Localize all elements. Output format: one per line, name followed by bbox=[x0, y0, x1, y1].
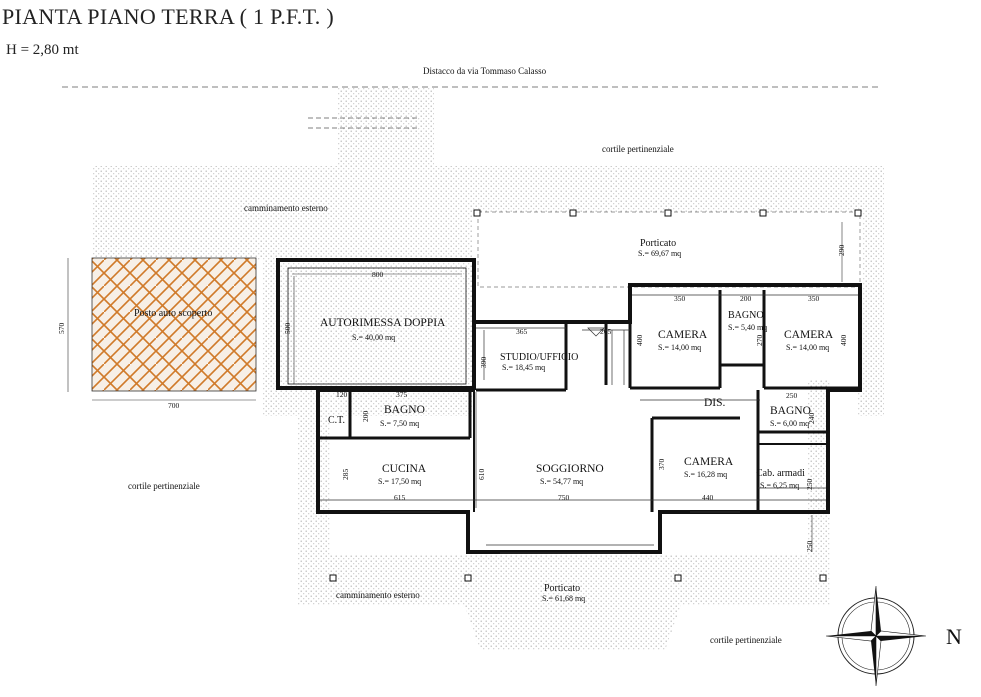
room-cabina-area: S.= 6,25 mq bbox=[760, 481, 799, 490]
dim-200a: 200 bbox=[740, 294, 752, 303]
label-camminamento-top: camminamento esterno bbox=[244, 203, 328, 213]
parking-area bbox=[91, 257, 257, 392]
dim-240: 240 bbox=[807, 413, 816, 425]
dim-285: 285 bbox=[341, 469, 350, 481]
room-camera2-area: S.= 14,00 mq bbox=[786, 343, 829, 352]
dim-350a: 350 bbox=[674, 294, 686, 303]
room-autorimessa-name: AUTORIMESSA DOPPIA bbox=[320, 317, 446, 329]
room-bagno2-name: BAGNO bbox=[384, 404, 425, 416]
dim-400a: 400 bbox=[635, 335, 644, 347]
room-camera3-area: S.= 16,28 mq bbox=[684, 470, 727, 479]
room-studio-area: S.= 18,45 mq bbox=[502, 363, 545, 372]
dim-250b: 250 bbox=[805, 479, 814, 491]
dim-440: 440 bbox=[702, 493, 714, 502]
dim-800: 800 bbox=[372, 270, 384, 279]
room-porticato-top-name: Porticato bbox=[640, 238, 676, 249]
dim-570: 570 bbox=[57, 323, 66, 335]
room-bagno1-name: BAGNO bbox=[728, 310, 764, 321]
boundary-lines bbox=[62, 86, 880, 129]
compass-icon bbox=[825, 585, 927, 687]
page-title: PIANTA PIANO TERRA ( 1 P.F.T. ) bbox=[2, 4, 334, 29]
label-cortile-top: cortile pertinenziale bbox=[602, 144, 674, 154]
room-porticato-bottom-name: Porticato bbox=[544, 583, 580, 594]
room-bagno3-name: BAGNO bbox=[770, 405, 811, 417]
porticato-top-area bbox=[472, 212, 862, 287]
label-distacco: Distacco da via Tommaso Calasso bbox=[423, 66, 547, 76]
dim-610: 610 bbox=[477, 469, 486, 481]
room-porticato-top-area: S.= 69,67 mq bbox=[638, 249, 681, 258]
dim-250a: 250 bbox=[786, 391, 798, 400]
dim-700: 700 bbox=[168, 401, 180, 410]
plan-details bbox=[320, 294, 858, 554]
room-cucina-name: CUCINA bbox=[382, 463, 427, 475]
dim-290: 290 bbox=[837, 245, 846, 257]
dim-200b: 200 bbox=[361, 411, 370, 423]
room-cucina-area: S.= 17,50 mq bbox=[378, 477, 421, 486]
room-cabina-name: Cab. armadi bbox=[756, 468, 805, 479]
dim-350b: 350 bbox=[808, 294, 820, 303]
room-bagno3-area: S.= 6,00 mq bbox=[770, 419, 809, 428]
room-bagno2-area: S.= 7,50 mq bbox=[380, 419, 419, 428]
label-posto-auto: Posto auto scoperto bbox=[134, 308, 212, 319]
room-soggiorno-name: SOGGIORNO bbox=[536, 463, 604, 475]
dim-400b: 400 bbox=[839, 335, 848, 347]
room-studio-name: STUDIO/UFFICIO bbox=[500, 352, 578, 363]
dim-750: 750 bbox=[558, 493, 570, 502]
room-ct-name: C.T. bbox=[328, 415, 345, 426]
label-cortile-bottom: cortile pertinenziale bbox=[710, 635, 782, 645]
dim-120: 120 bbox=[336, 390, 348, 399]
room-camera3-name: CAMERA bbox=[684, 456, 734, 468]
room-porticato-bottom-area: S.= 61,68 mq bbox=[542, 594, 585, 603]
dim-375: 375 bbox=[396, 390, 408, 399]
walls bbox=[276, 258, 862, 554]
room-camera2-name: CAMERA bbox=[784, 329, 834, 341]
room-bagno1-area: S.= 5,40 mq bbox=[728, 323, 767, 332]
dim-370: 370 bbox=[657, 459, 666, 471]
room-camera1-area: S.= 14,00 mq bbox=[658, 343, 701, 352]
dim-270: 270 bbox=[755, 335, 764, 347]
dim-265: 265 bbox=[600, 327, 612, 336]
dim-500: 500 bbox=[283, 323, 292, 335]
label-cortile-left: cortile pertinenziale bbox=[128, 481, 200, 491]
height-label: H = 2,80 mt bbox=[6, 42, 79, 58]
north-label: N bbox=[946, 624, 962, 649]
dimension-lines bbox=[67, 222, 843, 552]
dim-250c: 250 bbox=[805, 541, 814, 553]
room-soggiorno-area: S.= 54,77 mq bbox=[540, 477, 583, 486]
room-camera1-name: CAMERA bbox=[658, 329, 708, 341]
dim-365: 365 bbox=[516, 327, 528, 336]
dim-390: 390 bbox=[479, 357, 488, 369]
room-dis-name: DIS. bbox=[704, 397, 726, 409]
room-autorimessa-area: S.= 40,00 mq bbox=[352, 333, 395, 342]
label-camminamento-bottom: camminamento esterno bbox=[336, 590, 420, 600]
dim-615: 615 bbox=[394, 493, 406, 502]
columns bbox=[329, 209, 862, 582]
